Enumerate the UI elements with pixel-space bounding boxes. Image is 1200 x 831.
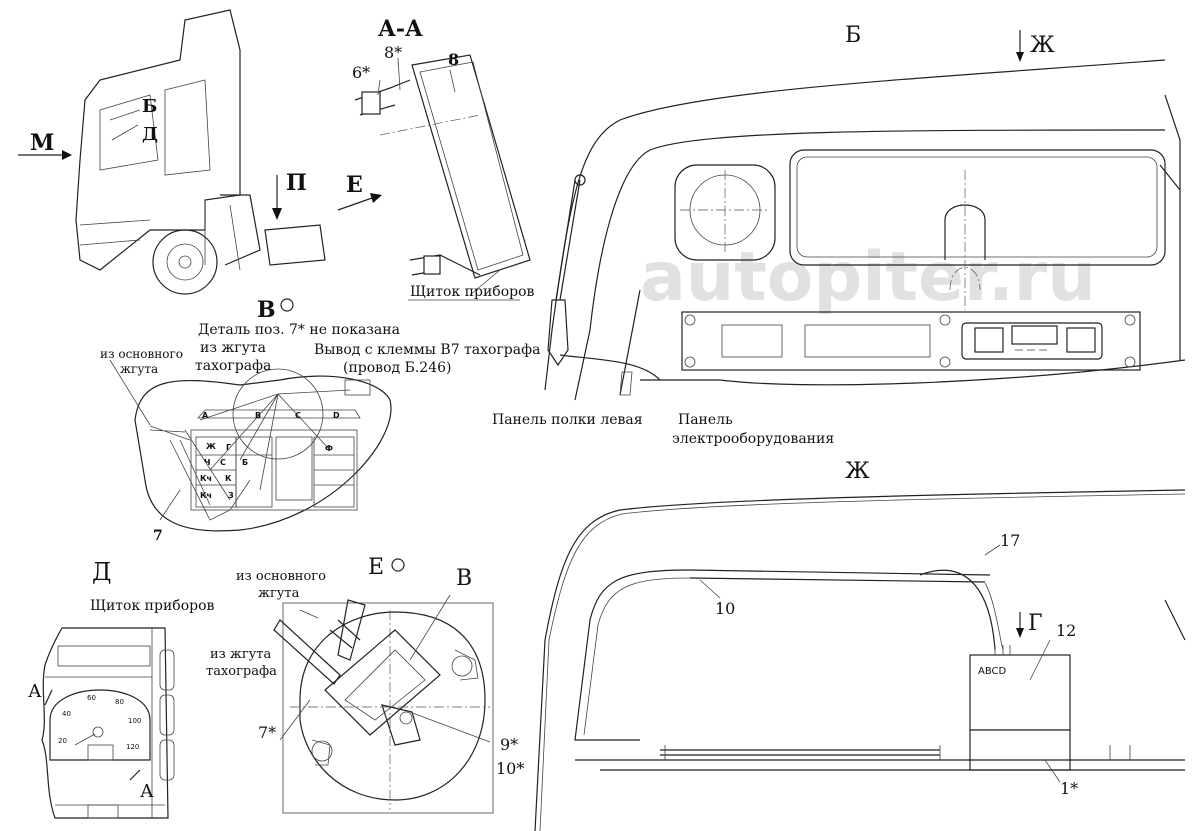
socket-label: Г bbox=[226, 443, 231, 452]
e-pos-7-label: 7* bbox=[258, 723, 276, 742]
view-v-note: Деталь поз. 7* не показана bbox=[198, 322, 400, 338]
e-main-harness-label-2: жгута bbox=[258, 586, 300, 601]
connector-d: D bbox=[333, 411, 340, 420]
speed-tick: 100 bbox=[128, 717, 141, 725]
socket-label: Кч bbox=[200, 491, 212, 500]
watermark: autopiter.ru bbox=[640, 238, 1096, 317]
view-b-title: Б bbox=[845, 23, 861, 48]
main-harness-label-2: жгута bbox=[120, 362, 158, 376]
section-aa-caption: Щиток приборов bbox=[410, 284, 535, 300]
panel-electric-label-1: Панель bbox=[678, 412, 733, 428]
panel-shelf-left-label: Панель полки левая bbox=[492, 412, 643, 428]
connector-a: A bbox=[202, 411, 209, 420]
arrow-p-label: П bbox=[286, 170, 307, 196]
terminal-label-1: Вывод с клеммы В7 тахографа bbox=[314, 342, 540, 358]
main-harness-label-1: из основного bbox=[100, 347, 183, 361]
pos-10-label: 10 bbox=[715, 599, 735, 618]
terminal-label-2: (провод Б.246) bbox=[343, 360, 452, 376]
section-aa-drawing bbox=[337, 54, 531, 301]
arrow-g-label: Г bbox=[1028, 611, 1043, 636]
socket-label: Ж bbox=[206, 442, 216, 451]
section-aa-title: А-А bbox=[378, 16, 423, 42]
e-main-harness-label-1: из основного bbox=[236, 569, 326, 584]
socket-label: К bbox=[225, 474, 232, 483]
truck-side-view bbox=[18, 9, 326, 295]
socket-label: Кч bbox=[200, 474, 212, 483]
connector-c: C bbox=[295, 411, 301, 420]
section-a-mark-2: А bbox=[140, 781, 154, 802]
mark-b-label: Б bbox=[142, 96, 157, 117]
pos-17-label: 17 bbox=[1000, 531, 1020, 550]
pos-7-label: 7 bbox=[153, 528, 163, 544]
connector-abcd-label: ABCD bbox=[978, 666, 1007, 677]
speed-tick: 40 bbox=[62, 710, 71, 718]
connector-labels: A B C D Ж Г Ч С Б Кч К Кч З Ф bbox=[200, 411, 340, 500]
view-d-caption: Щиток приборов bbox=[90, 598, 215, 614]
view-v-title: В bbox=[257, 297, 276, 323]
tacho-harness-label-2: тахографа bbox=[195, 358, 271, 374]
view-v-drawing bbox=[109, 359, 392, 532]
speed-tick: 120 bbox=[126, 743, 139, 751]
view-d-drawing bbox=[41, 627, 175, 819]
view-zh-drawing bbox=[534, 489, 1186, 831]
arrow-e-label: Е bbox=[346, 172, 363, 198]
connector-b: B bbox=[255, 411, 261, 420]
socket-label: Ф bbox=[325, 444, 333, 453]
rotation-icon bbox=[280, 298, 294, 312]
section-a-mark-1: А bbox=[28, 681, 42, 702]
mark-v-label: В bbox=[456, 566, 472, 591]
e-pos-9-label: 9* bbox=[500, 735, 518, 754]
view-b-drawing bbox=[544, 30, 1186, 401]
socket-label: З bbox=[228, 491, 234, 500]
view-zh-title: Ж bbox=[845, 459, 870, 484]
speedometer-ticks: 20 40 60 80 100 120 bbox=[58, 694, 141, 751]
pos-6-label: 6* bbox=[352, 63, 370, 82]
view-b-arrow-zh: Ж bbox=[1030, 33, 1055, 58]
pos-8s-label: 8* bbox=[384, 43, 402, 62]
e-tacho-harness-label-1: из жгута bbox=[210, 647, 271, 662]
socket-label: С bbox=[220, 458, 226, 467]
arrow-m-label: М bbox=[30, 130, 54, 156]
rotation-icon bbox=[391, 558, 405, 572]
view-d-title: Д bbox=[92, 558, 112, 586]
tacho-harness-label-1: из жгута bbox=[200, 340, 266, 356]
speed-tick: 20 bbox=[58, 737, 67, 745]
view-e-drawing bbox=[273, 594, 494, 814]
mark-d-label: Д bbox=[142, 124, 158, 145]
speed-tick: 80 bbox=[115, 698, 124, 706]
pos-1-label: 1* bbox=[1060, 779, 1078, 798]
socket-label: Ч bbox=[204, 458, 210, 467]
view-e-title: Е bbox=[368, 555, 384, 580]
speed-tick: 60 bbox=[87, 694, 96, 702]
e-tacho-harness-label-2: тахографа bbox=[206, 664, 277, 679]
pos-12-label: 12 bbox=[1056, 621, 1076, 640]
e-pos-10-label: 10* bbox=[496, 759, 524, 778]
socket-label: Б bbox=[242, 458, 248, 467]
pos-8-label: 8 bbox=[448, 50, 459, 69]
panel-electric-label-2: электрооборудования bbox=[672, 431, 834, 447]
